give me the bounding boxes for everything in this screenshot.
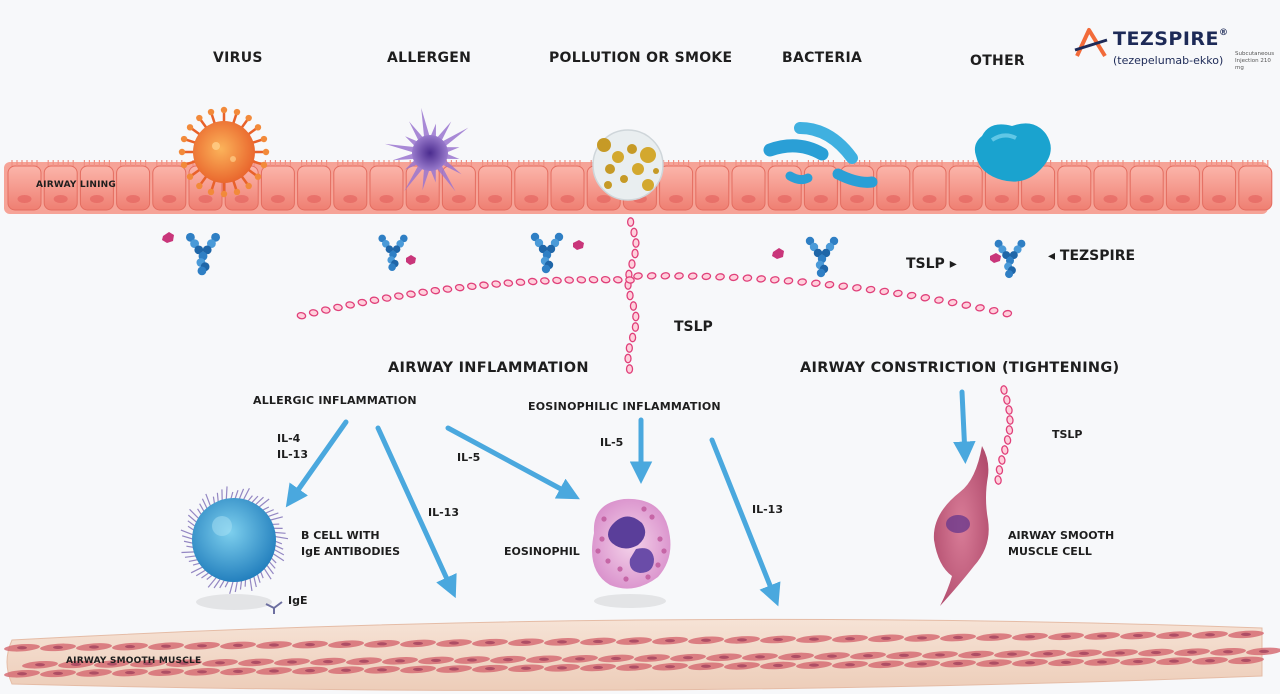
bacteria-icon	[763, 122, 878, 188]
il5-label-left: IL-5	[457, 451, 481, 464]
il5-label-top: IL-5	[600, 436, 624, 449]
b-cell-label-line1: B CELL WITH	[301, 529, 380, 542]
il13-label-right: IL-13	[752, 503, 783, 516]
tslp-bead-chains	[296, 217, 1014, 485]
asm-cell-label-line2: MUSCLE CELL	[1008, 545, 1092, 558]
allergen-icon	[384, 107, 469, 192]
airway-lining-label: AIRWAY LINING	[36, 180, 117, 190]
b-cell-icon	[180, 486, 289, 610]
asm-cell-icon	[933, 446, 989, 606]
eosinophil-icon	[592, 498, 671, 608]
airway-smooth-muscle-band	[4, 618, 1280, 691]
pollution-icon	[592, 129, 664, 201]
trigger-other-label: OTHER	[970, 53, 1026, 69]
brand-formulation: Subcutaneous Injection 210 mg	[1235, 51, 1275, 71]
arrow-to-b-cell	[285, 419, 349, 508]
tslp-center-label: TSLP	[674, 319, 713, 335]
virus-icon	[178, 106, 270, 198]
ige-antibody-icon	[265, 601, 283, 614]
ige-label: IgE	[288, 594, 308, 607]
eosinophilic-inflammation-label: EOSINOPHILIC INFLAMMATION	[528, 400, 721, 413]
tslp-right-label: TSLP	[1052, 428, 1083, 441]
il13-label-b-cell: IL-13	[277, 448, 308, 461]
arrow-to-asm-cell	[953, 389, 976, 464]
trigger-virus-label: VIRUS	[213, 50, 263, 66]
tezspire-logo-mark-icon	[1074, 28, 1108, 58]
tslp-pointer-label: TSLP ▸	[906, 256, 957, 272]
brand-name: TEZSPIRE®	[1113, 28, 1229, 50]
eosinophil-label: EOSINOPHIL	[504, 545, 580, 558]
antibody-icons	[185, 232, 1026, 279]
arrow-il13-right	[709, 437, 781, 607]
brand-generic-name: (tezepelumab-ekko)	[1113, 54, 1224, 67]
il13-label-left: IL-13	[428, 506, 459, 519]
trigger-allergen-label: ALLERGEN	[387, 50, 472, 66]
airway-smooth-muscle-label: AIRWAY SMOOTH MUSCLE	[66, 656, 202, 666]
airway-constriction-heading: AIRWAY CONSTRICTION (TIGHTENING)	[800, 360, 1120, 376]
allergic-inflammation-label: ALLERGIC INFLAMMATION	[253, 394, 417, 407]
il4-label: IL-4	[277, 432, 301, 445]
airway-inflammation-heading: AIRWAY INFLAMMATION	[388, 360, 589, 376]
arrow-il13-left	[375, 425, 457, 599]
trigger-pollution-label: POLLUTION OR SMOKE	[549, 50, 733, 66]
b-cell-label-line2: IgE ANTIBODIES	[301, 545, 401, 558]
tezspire-logo: TEZSPIRE® (tezepelumab-ekko) Subcutaneou…	[1073, 24, 1275, 74]
arrow-to-eosinophil-left	[445, 425, 580, 500]
signal-arrows	[285, 389, 976, 607]
tslp-molecules	[162, 232, 1001, 265]
other-trigger-icon	[974, 123, 1051, 182]
trigger-bacteria-label: BACTERIA	[782, 50, 863, 66]
asm-cell-label-line1: AIRWAY SMOOTH	[1008, 529, 1115, 542]
tezspire-pointer-label: ◂ TEZSPIRE	[1048, 248, 1136, 264]
